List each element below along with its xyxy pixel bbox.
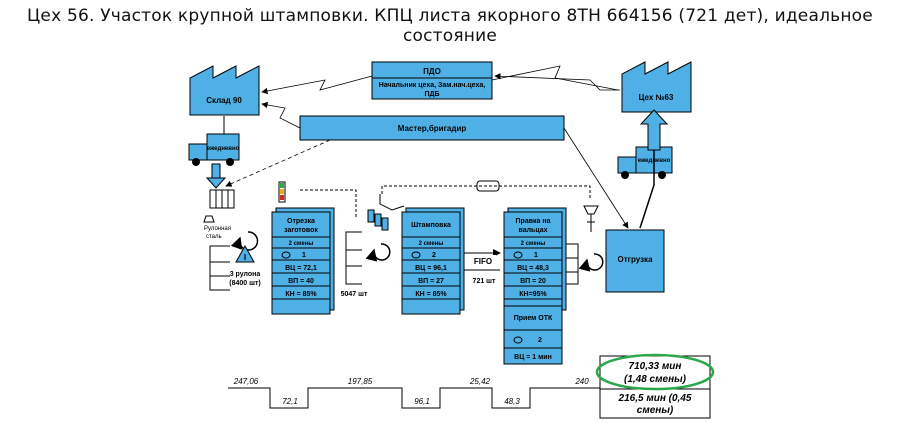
process-2-name: Штамповка: [411, 222, 451, 229]
process-1-operators: 1: [302, 252, 306, 259]
push-arrow-down: [205, 163, 227, 189]
shipping-box: Отгрузка: [605, 229, 665, 293]
process-2-uptime: КН = 85%: [415, 291, 447, 298]
warehouse-label: Склад 90: [206, 96, 242, 105]
timeline-wait-1: 247,06: [233, 377, 259, 386]
dies-icon: [367, 194, 405, 231]
total-process-shifts: смены): [637, 405, 674, 416]
warehouse-factory-icon: Склад 90: [189, 65, 260, 116]
inventory-3-label: 721 шт: [473, 278, 496, 285]
process-1-shifts: 2 смены: [289, 241, 314, 247]
shop-factory-icon: Цех №63: [621, 61, 692, 113]
truck-left-icon: ежедневно: [188, 133, 240, 166]
shipment-arrow-up: [639, 109, 669, 229]
inventory-1-line1: 3 рулона: [230, 271, 261, 278]
shipping-label: Отгрузка: [617, 255, 653, 264]
truck-right-icon: ежедневно: [617, 146, 673, 179]
truck-left-label: ежедневно: [207, 146, 240, 152]
coil-storage-icon: Рулонная сталь: [203, 189, 235, 240]
otk-operators: 2: [538, 337, 542, 344]
process-2-cycle-time: ВЦ = 96,1: [415, 265, 447, 272]
process-1-name-1: Отрезка: [287, 218, 315, 225]
svg-text:I: I: [244, 253, 246, 262]
process-1-name-2: заготовок: [284, 227, 318, 234]
pdo-sub1: Начальник цеха, Зам.нач.цеха,: [379, 82, 485, 89]
coil-label-1: Рулонная: [204, 226, 231, 232]
totals-box: 710,33 мин (1,48 смены) 216,5 мин (0,45 …: [595, 353, 715, 419]
master-label: Мастер,бригадир: [398, 124, 467, 133]
process-1-cycle-time: ВЦ = 72,1: [285, 265, 317, 272]
fifo-lane: FIFO 721 шт: [464, 249, 501, 285]
timeline: [228, 387, 600, 409]
otk-cycle-time: ВЦ = 1 мин: [514, 354, 552, 361]
go-see-icon-3: [578, 253, 604, 272]
process-3-cycle-time: ВЦ = 48,3: [517, 265, 549, 272]
otk-box: Прием ОТК 2 ВЦ = 1 мин: [503, 305, 563, 365]
process-1-changeover: ВП = 40: [288, 278, 314, 285]
shop-label: Цех №63: [639, 93, 674, 102]
withdrawal-truck-icon: [381, 180, 591, 200]
timeline-op-3: 48,3: [504, 397, 520, 406]
page-title: Цех 56. Участок крупной штамповки. КПЦ л…: [27, 6, 873, 46]
signal-kanban-icon: [278, 181, 286, 203]
process-cutting: Отрезка заготовок 2 смены 1 ВЦ = 72,1 ВП…: [271, 207, 335, 315]
timeline-wait-2: 197,85: [348, 377, 373, 386]
process-3-shifts: 2 смены: [521, 241, 546, 247]
inventory-1-line2: (8400 шт): [229, 280, 260, 287]
timeline-op-2: 96,1: [414, 397, 430, 406]
timeline-op-1: 72,1: [282, 397, 298, 406]
kanban-post-icon: [583, 205, 599, 232]
process-3-uptime: КН=95%: [519, 291, 547, 298]
go-see-icon-2: [365, 243, 391, 262]
total-lead-shifts: (1,48 смены): [624, 374, 687, 385]
process-3-name-1: Правка на: [516, 218, 551, 225]
otk-name: Прием ОТК: [514, 315, 553, 322]
pdo-sub2: ПДБ: [424, 91, 439, 98]
pdo-title: ПДО: [423, 67, 441, 76]
process-stamping: Штамповка 2 смены 2 ВЦ = 96,1 ВП = 27 КН…: [401, 207, 465, 315]
process-2-shifts: 2 смены: [419, 241, 444, 247]
process-straightening: Правка на вальцах 2 смены 1 ВЦ = 48,3 ВП…: [503, 207, 567, 315]
fifo-label: FIFO: [474, 257, 492, 266]
inventory-triangle-1: I 3 рулона (8400 шт): [229, 244, 261, 287]
pdo-box: ПДО Начальник цеха, Зам.нач.цеха, ПДБ: [371, 61, 493, 100]
timeline-wait-4: 240: [574, 377, 589, 386]
inventory-bracket-3: [566, 243, 579, 285]
go-see-icon-1: [230, 231, 259, 251]
inventory-bracket-2: [345, 231, 362, 285]
process-3-changeover: ВП = 20: [520, 278, 546, 285]
total-process-time: 216,5 мин (0,45: [618, 393, 692, 404]
process-2-operators: 2: [432, 252, 436, 259]
coil-label-2: сталь: [206, 234, 222, 240]
inventory-bracket-1: [209, 245, 230, 291]
process-3-operators: 1: [534, 252, 538, 259]
process-3-name-2: вальцах: [518, 227, 547, 234]
master-box: Мастер,бригадир: [299, 115, 565, 141]
total-lead-time: 710,33 мин: [629, 361, 682, 372]
process-1-uptime: КН = 85%: [285, 291, 317, 298]
info-flow-lines: [225, 65, 629, 229]
timeline-wait-3: 25,42: [469, 377, 491, 386]
inventory-2-label: 5047 шт: [341, 291, 368, 298]
process-2-changeover: ВП = 27: [418, 278, 444, 285]
